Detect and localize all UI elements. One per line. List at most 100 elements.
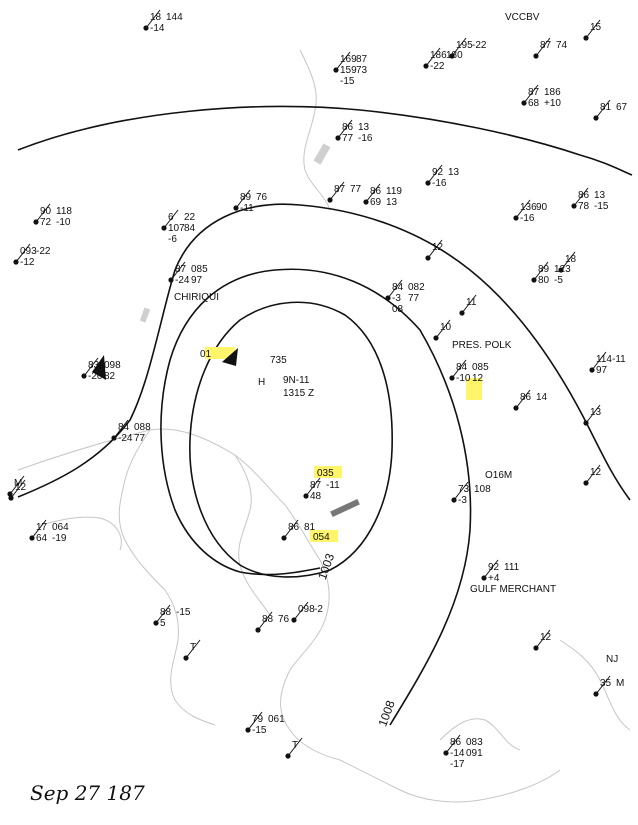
station-plot: 15 [583, 19, 602, 41]
station-value: 088 [134, 422, 151, 433]
station-value: 11 [466, 297, 477, 308]
station-value: 87 [540, 40, 552, 51]
wind-barb-icon [145, 9, 161, 29]
station-value: 13 [358, 122, 370, 133]
station-value: 12 [590, 467, 602, 478]
station-value: T [190, 642, 196, 653]
station-plot: 114-11 97 [589, 351, 626, 376]
station-value: T [292, 740, 298, 751]
station-plot: 12 [533, 629, 552, 651]
station-value: -11 [326, 480, 340, 491]
station-value: 72 [40, 217, 52, 228]
station-value: 13 [590, 407, 602, 418]
station-value: 92 [488, 562, 500, 573]
wind-barb-icon [9, 475, 25, 495]
station-value: 76 [278, 614, 290, 625]
station-value: 97 [596, 365, 608, 376]
station-value: -11 [240, 203, 254, 214]
wind-barb-icon [83, 357, 99, 377]
station-value: -10 [456, 373, 471, 384]
station-value: 84 [392, 282, 404, 293]
isobar-1008 [17, 203, 631, 501]
station-value: 18 [565, 254, 577, 265]
station-value: 13 [448, 167, 460, 178]
station-value: -20 [88, 371, 103, 382]
station-value: 13 [386, 197, 398, 208]
station-value: 083 [466, 737, 483, 748]
station-value: 098 [298, 604, 315, 615]
ship-label-chiriqui: CHIRIQUI [174, 292, 219, 303]
station-value: 89 [538, 264, 550, 275]
station-plot: T [285, 737, 303, 759]
highlight-01 [205, 347, 235, 359]
station-value: -15 [340, 76, 355, 87]
station-value: 119 [386, 186, 402, 197]
wind-barb-icon [247, 711, 263, 731]
station-value: -3 [458, 495, 467, 506]
station-value: 186 [544, 87, 561, 98]
wind-barb-icon [515, 199, 531, 219]
ship-label-vccbv: VCCBV [505, 12, 540, 23]
station-value: 77 [134, 433, 146, 444]
station-value: -16 [432, 178, 447, 189]
station-value: 180 [446, 50, 463, 61]
wind-barb-icon [185, 639, 201, 659]
station-value: 79 [252, 714, 264, 725]
wind-barb-icon [235, 189, 251, 209]
station-value: -11 [612, 354, 626, 365]
station-value: 22 [184, 212, 196, 223]
station-value: 15 [590, 22, 602, 33]
station-value: 84 [456, 362, 468, 373]
wind-barb-icon [451, 359, 467, 379]
isobar-1003 [160, 268, 472, 726]
station-value: 78 [578, 201, 590, 212]
wind-barb-icon [283, 519, 299, 539]
storm-time: 1315 Z [283, 388, 314, 399]
station-value: 88 [160, 607, 172, 618]
station-value: 114 [596, 354, 612, 365]
station-value: M [14, 478, 22, 489]
wind-barb-icon [425, 47, 441, 67]
station-value: -3 [392, 293, 401, 304]
station-value: 111 [504, 562, 520, 573]
value-01: 01 [200, 349, 212, 360]
wind-barb-icon [445, 734, 461, 754]
station-value: 87 [334, 184, 346, 195]
station-value: 17 [36, 522, 48, 533]
station-value: 87 [356, 54, 368, 65]
station-value: 86 [288, 522, 300, 533]
station-value: -22 [430, 61, 445, 72]
wind-barb-icon [585, 464, 601, 484]
station-value: 73 [458, 484, 470, 495]
station-value: 88 [262, 614, 274, 625]
wind-pennant-icon [92, 355, 106, 380]
wind-barb-icon [163, 209, 179, 229]
wind-barb-icon [585, 19, 601, 39]
station-value: 12 [540, 632, 552, 643]
station-value: 77 [342, 133, 354, 144]
station-value: 35 [600, 678, 612, 689]
ship-label-pres-polk: PRES. POLK [452, 340, 512, 351]
wind-barb-icon [435, 319, 451, 339]
station-value: 085 [191, 264, 208, 275]
station-plot: 18 [558, 251, 577, 273]
station-value: 64 [36, 533, 48, 544]
station-value: 12 [15, 482, 27, 493]
station-value: -15 [176, 607, 191, 618]
wind-barb-icon [427, 239, 443, 259]
isobar-inner [189, 301, 393, 578]
station-value: 085 [472, 362, 489, 373]
wind-barb-icon [461, 294, 477, 314]
station-value: 118 [56, 206, 72, 217]
